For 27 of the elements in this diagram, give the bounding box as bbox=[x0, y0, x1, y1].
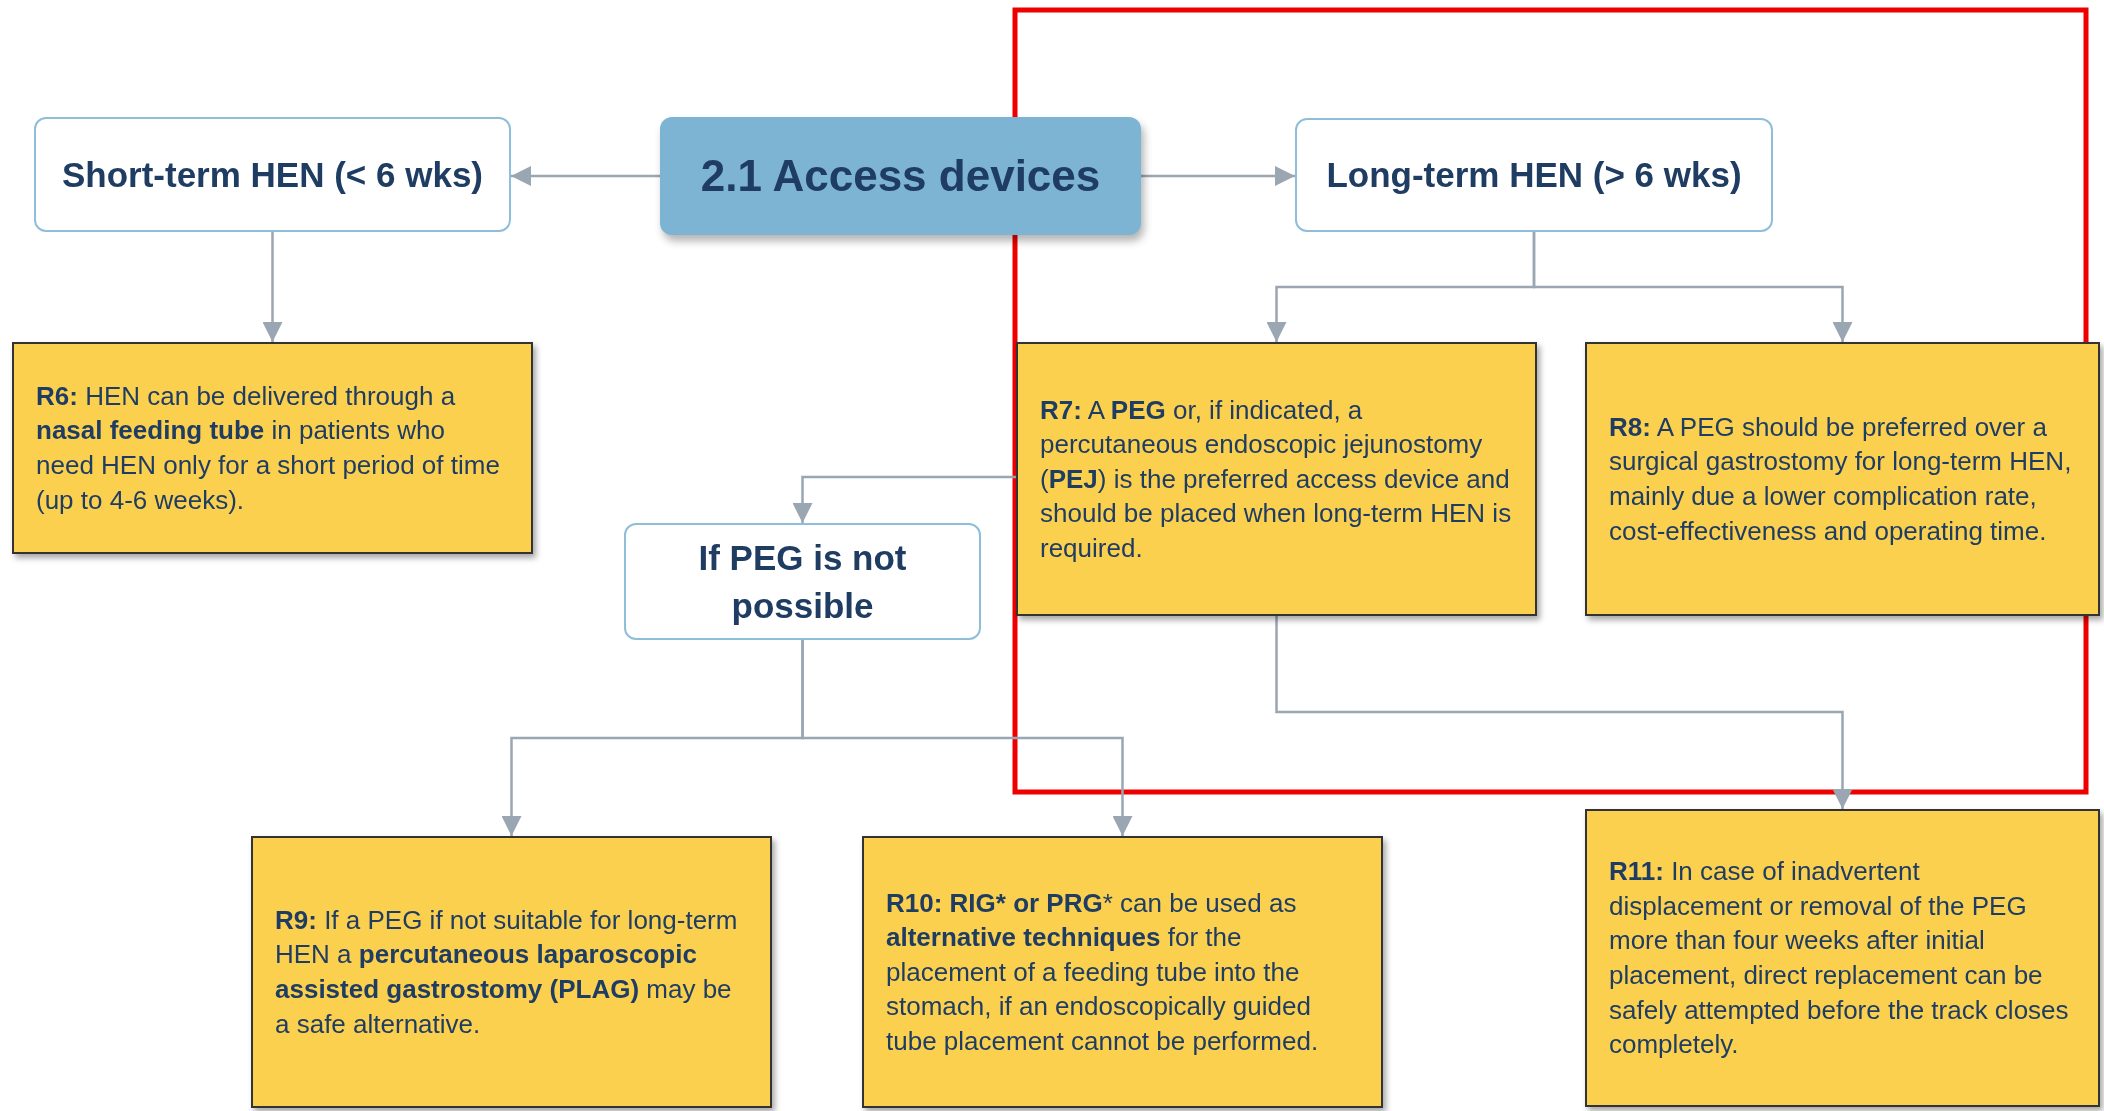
heading-text: If PEG is not possible bbox=[697, 537, 908, 627]
recommendation-box bbox=[12, 342, 533, 554]
recommendation-text: R10: RIG* or PRG* can be used as alternative techniques for the placement of a feeding tube into the stomach, if an endoscopically guided tube placement cannot be performed. bbox=[886, 886, 1320, 1058]
recommendation-text: R6: HEN can be delivered through a nasal feeding tube in patients who need HEN only for a short period of time (up to 4-6 weeks). bbox=[36, 379, 501, 517]
arrow bbox=[792, 475, 1016, 523]
arrow bbox=[1141, 166, 1295, 186]
recommendation-box bbox=[1585, 342, 2100, 616]
title-box bbox=[660, 117, 1141, 235]
recommendation-box bbox=[251, 836, 772, 1108]
recommendation-text: R8: A PEG should be preferred over a surgical gastrostomy for long-term HEN, mainly due a lower complication rate, cost-effectiveness and operating time. bbox=[1609, 410, 2073, 548]
heading-text: 2.1 Access devices bbox=[700, 151, 1101, 201]
category-box bbox=[34, 117, 511, 232]
recommendation-text: R7: A PEG or, if indicated, a percutaneous endoscopic jejunostomy (PEJ) is the preferred access device and should be placed when long-term HEN is required. bbox=[1040, 393, 1513, 565]
arrow bbox=[511, 166, 660, 186]
arrow bbox=[801, 640, 1133, 836]
arrow bbox=[1275, 616, 1853, 809]
heading-text: Long-term HEN (> 6 wks) bbox=[1326, 154, 1742, 197]
recommendation-box bbox=[1016, 342, 1537, 616]
recommendation-box bbox=[862, 836, 1383, 1108]
recommendation-text: R9: If a PEG if not suitable for long-term HEN a percutaneous laparoscopic assisted gastrostomy (PLAG) may be a safe alternative. bbox=[275, 903, 739, 1041]
category-box bbox=[624, 523, 981, 640]
recommendation-text: R11: In case of inadvertent displacement or removal of the PEG more than four weeks after initial placement, direct replacement can be safely attempted before the track closes completely. bbox=[1609, 855, 2070, 1062]
recommendation-box bbox=[1585, 809, 2100, 1107]
arrow bbox=[262, 232, 283, 342]
category-box bbox=[1295, 118, 1773, 232]
heading-text: Short-term HEN (< 6 wks) bbox=[61, 153, 484, 196]
arrow bbox=[1532, 232, 1853, 342]
